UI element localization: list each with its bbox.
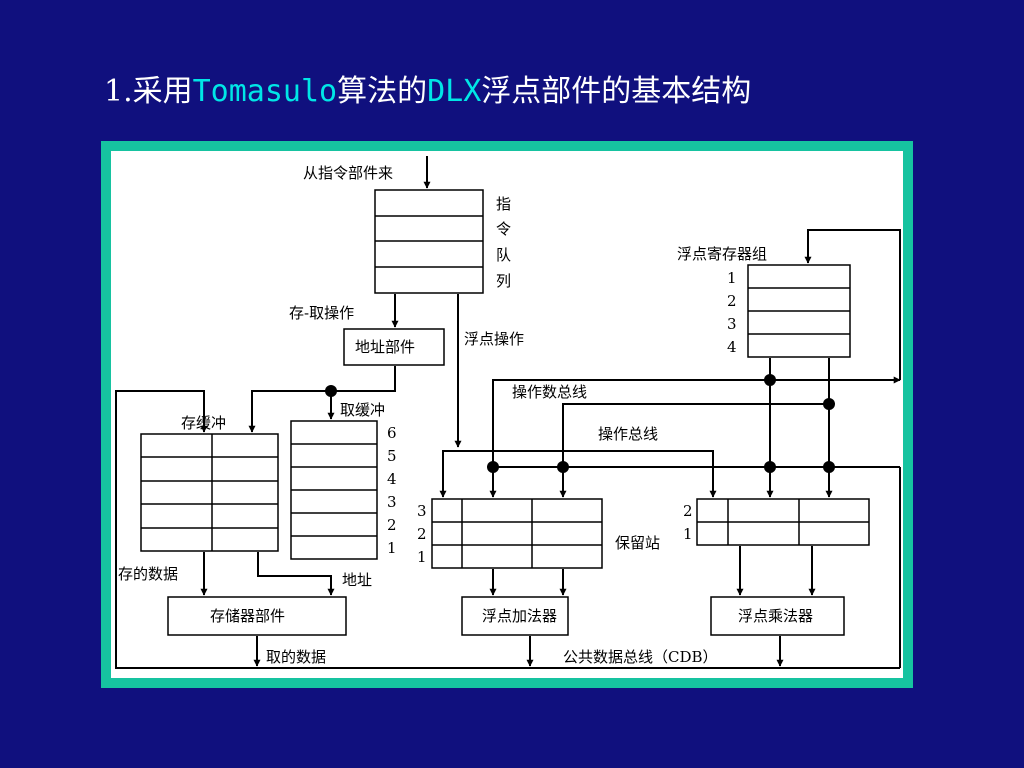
junction-dot [487, 461, 499, 473]
address-unit-box [343, 328, 445, 366]
operation-bus-line [439, 450, 717, 498]
label-memory-unit: 存储器部件 [210, 607, 285, 625]
label-fp-register-file: 浮点寄存器组 [677, 245, 767, 263]
label-fp-adder: 浮点加法器 [482, 607, 557, 625]
label-address-unit: 地址部件 [355, 338, 415, 356]
title-dlx: DLX [427, 74, 482, 109]
label-load-buffer-number: 6 [387, 424, 397, 442]
title-tomasulo: Tomasulo [192, 74, 338, 109]
fp-multiplier-box [710, 596, 845, 636]
label-load-buffer: 取缓冲 [340, 401, 385, 419]
label-cdb: 公共数据总线（CDB） [563, 648, 718, 666]
junction-dot [823, 461, 835, 473]
label-from-instruction-unit: 从指令部件来 [303, 164, 393, 182]
store-buffer [140, 433, 279, 552]
junction-dot [325, 385, 337, 397]
label-instr-queue-4: 列 [496, 272, 511, 290]
label-reservation-station: 保留站 [615, 534, 660, 552]
label-load-store-op: 存-取操作 [289, 304, 354, 322]
label-operation-bus: 操作总线 [598, 425, 658, 443]
junction-dot [764, 461, 776, 473]
label-address: 地址 [342, 571, 372, 589]
title-mid: 算法的 [337, 74, 428, 109]
label-fp-multiplier: 浮点乘法器 [738, 607, 813, 625]
label-mult-rs-number: 1 [683, 525, 693, 543]
label-operand-bus: 操作数总线 [512, 383, 587, 401]
label-load-buffer-number: 4 [387, 470, 397, 488]
title-prefix: 1.采用 [104, 74, 193, 109]
label-register-number: 2 [727, 292, 737, 310]
fp-adder-box [461, 596, 569, 636]
junction-dot [764, 374, 776, 386]
label-load-buffer-number: 1 [387, 539, 397, 557]
adder-reservation-station [431, 498, 603, 569]
label-stored-data: 存的数据 [118, 565, 178, 583]
label-instr-queue-1: 指 [496, 195, 511, 213]
title-suffix: 浮点部件的基本结构 [481, 74, 752, 109]
label-instr-queue-2: 令 [496, 220, 511, 238]
label-mult-rs-number: 2 [683, 502, 693, 520]
slide-title: 1.采用Tomasulo算法的DLX浮点部件的基本结构 [104, 66, 751, 110]
label-load-buffer-number: 2 [387, 516, 397, 534]
label-adder-rs-number: 3 [417, 502, 427, 520]
label-instr-queue-3: 队 [496, 246, 511, 264]
label-register-number: 3 [727, 315, 737, 333]
label-fp-op: 浮点操作 [464, 330, 524, 348]
memory-unit-box [167, 596, 347, 636]
label-register-number: 4 [727, 338, 737, 356]
label-load-buffer-number: 5 [387, 447, 397, 465]
label-load-buffer-number: 3 [387, 493, 397, 511]
label-adder-rs-number: 1 [417, 548, 427, 566]
junction-dot [823, 398, 835, 410]
label-loaded-data: 取的数据 [266, 648, 326, 666]
label-adder-rs-number: 2 [417, 525, 427, 543]
label-store-buffer: 存缓冲 [181, 414, 226, 432]
junction-dot [557, 461, 569, 473]
label-register-number: 1 [727, 269, 737, 287]
